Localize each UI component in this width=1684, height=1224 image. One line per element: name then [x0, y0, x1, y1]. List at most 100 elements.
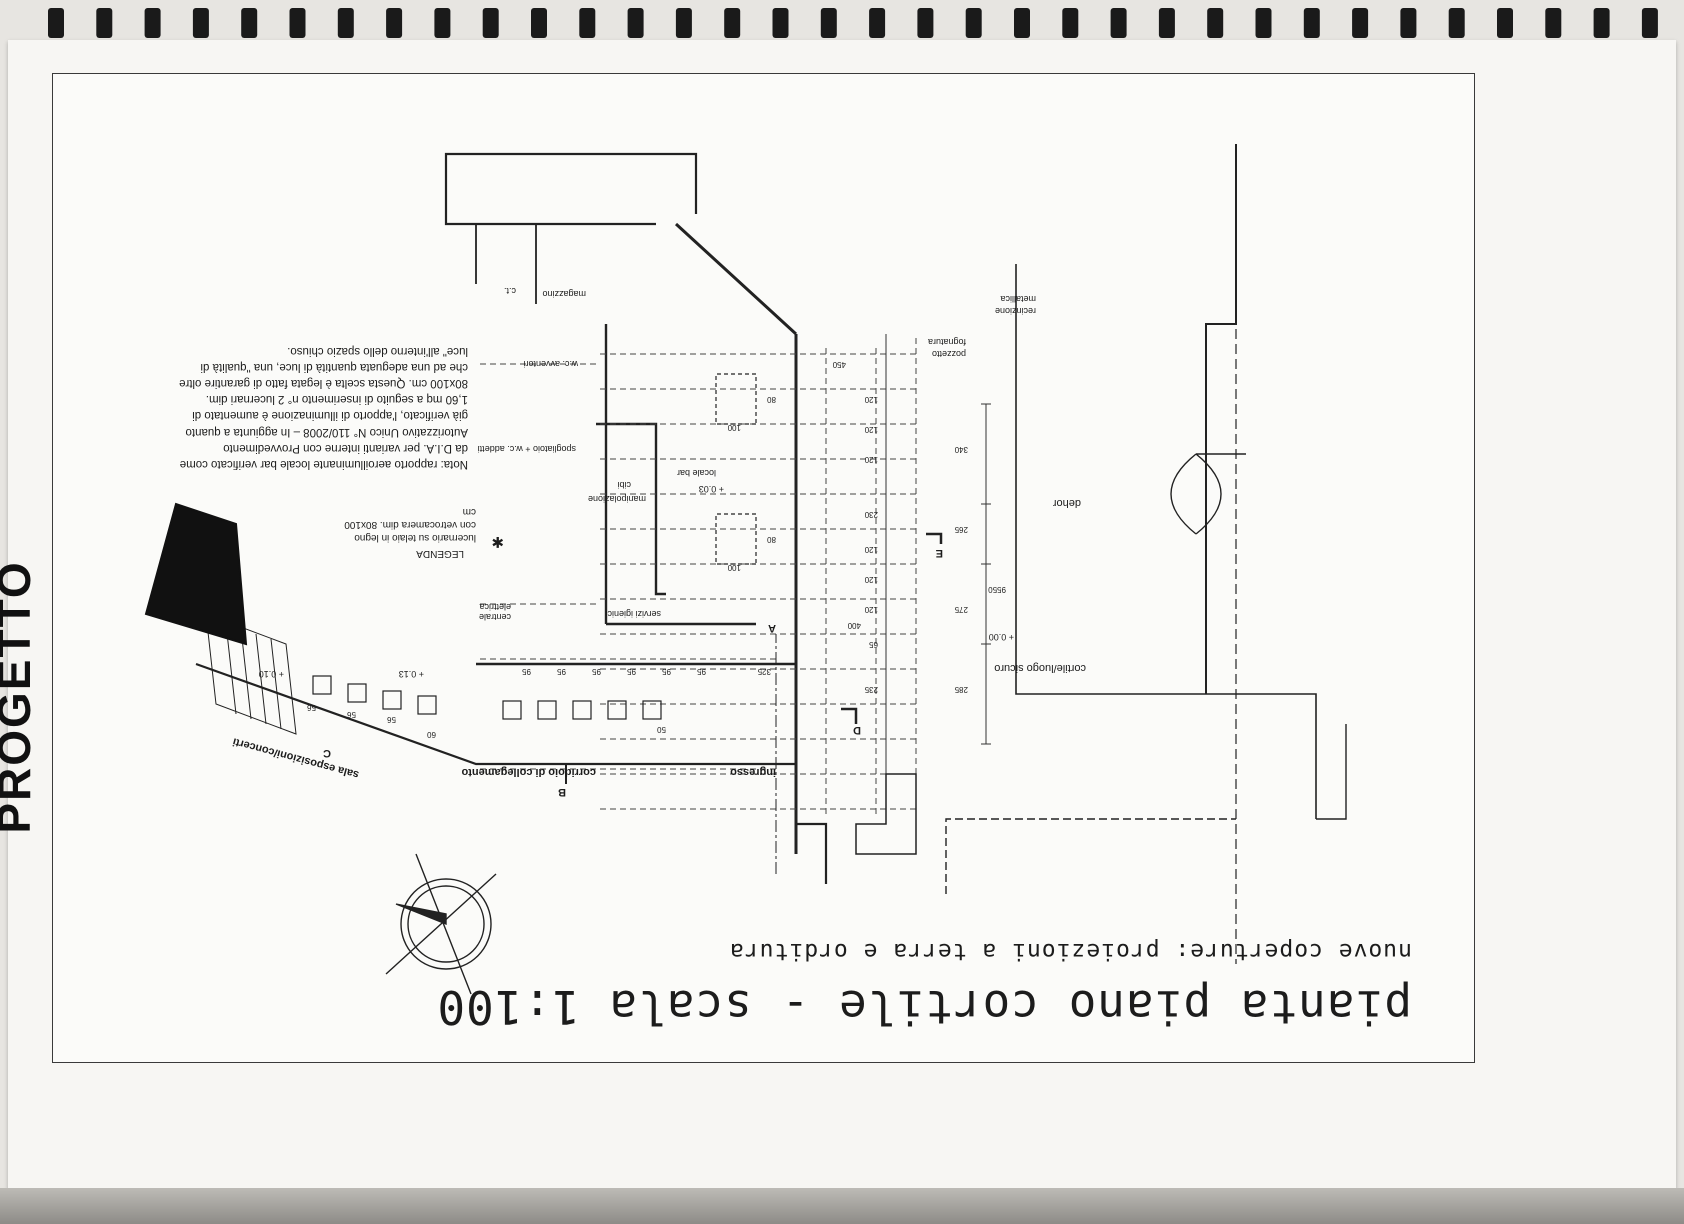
- room-label-magazzino: magazzino: [542, 289, 586, 299]
- dim-120-f: 120: [864, 605, 878, 614]
- dim-100-b: 100: [727, 423, 741, 432]
- room-label-ingresso: ingresso: [730, 766, 776, 778]
- binding-ring: [724, 8, 741, 38]
- courtyard-outer-wall: [1205, 144, 1237, 694]
- dim-56-b: 56: [347, 710, 356, 719]
- legend-title: LEGENDA: [416, 548, 464, 559]
- page-title: pianta piano cortile - scala 1:100: [436, 980, 1412, 1034]
- north-arrow-icon: [385, 853, 497, 995]
- dim-80-b: 80: [767, 395, 776, 404]
- floor-plan-rotated: cortile/luogo sicuro dehor recinzione me…: [0, 74, 1476, 1064]
- gate-arcs: [1170, 453, 1246, 535]
- legend-line-3: cm: [462, 506, 476, 517]
- binding-ring: [482, 8, 499, 38]
- room-label-centrale-2: elettrica: [479, 602, 511, 612]
- room-label-dehor: dehor: [1052, 497, 1081, 509]
- binding-ring: [965, 8, 982, 38]
- dim-95-d: 95: [592, 667, 601, 676]
- dim-95-f: 95: [522, 667, 531, 676]
- binding-ring: [1497, 8, 1513, 38]
- dim-95-c: 95: [627, 667, 636, 676]
- room-label-manipolazione-2: cibi: [617, 480, 631, 490]
- section-marker-a: A: [768, 622, 776, 634]
- dim-230: 230: [864, 510, 878, 519]
- level-corridoio: + 0.13: [398, 669, 424, 679]
- binding-ring: [1207, 8, 1224, 38]
- binding-ring: [772, 8, 789, 38]
- dim-120-a: 120: [864, 395, 878, 404]
- binding-ring: [1448, 8, 1465, 38]
- binding-ring: [1062, 8, 1079, 38]
- dim-120-b: 120: [864, 425, 878, 434]
- section-marker-d: D: [853, 724, 861, 736]
- sheet-shadow-edge: [0, 1188, 1684, 1224]
- dim-235: 235: [864, 685, 878, 694]
- note-text: Nota: rapporto aeroilluminante locale ba…: [179, 344, 468, 470]
- dim-9550: 9550: [988, 585, 1006, 594]
- binding-ring: [1400, 8, 1417, 38]
- room-label-cortile: cortile/luogo sicuro: [994, 662, 1086, 674]
- corridor-skylights: [312, 675, 662, 720]
- binding-ring: [96, 8, 113, 38]
- legend-line-1: lucernario su telaio in legno: [354, 532, 476, 543]
- binding-ring: [917, 8, 934, 38]
- dim-80-a: 80: [767, 535, 776, 544]
- binding-ring: [531, 8, 547, 38]
- side-label-box: PROGETTO: [0, 560, 64, 833]
- label-recinzione-2: metallica: [1000, 294, 1036, 304]
- binding-ring: [820, 8, 837, 38]
- binding-ring: [1014, 8, 1030, 38]
- bar-counter: [855, 773, 917, 855]
- dim-50: 50: [657, 725, 666, 734]
- label-pozzetto-1: pozzetto: [931, 349, 966, 359]
- binding-ring: [1641, 8, 1658, 38]
- bar-end-wall: [674, 222, 798, 336]
- dim-340: 340: [954, 445, 968, 454]
- skylights: [715, 373, 757, 565]
- skylight-star-icon: ✱: [491, 533, 504, 550]
- lower-wall-2: [794, 764, 828, 884]
- dim-120-d: 120: [864, 545, 878, 554]
- dim-120-e: 120: [864, 575, 878, 584]
- binding-ring: [1352, 8, 1369, 38]
- floor-plan-drawing: [144, 144, 1347, 995]
- room-label-wc-avventori: w.c. avventori: [523, 359, 578, 369]
- storage-partitions: [475, 224, 607, 424]
- dim-285: 285: [954, 685, 968, 694]
- dehor-outline: [945, 818, 1236, 894]
- dim-120-c: 120: [864, 455, 878, 464]
- dim-95-e: 95: [557, 667, 566, 676]
- binding-ring: [869, 8, 886, 38]
- binding-ring: [1110, 8, 1127, 38]
- binding-ring: [337, 8, 354, 38]
- binding-ring: [1158, 8, 1175, 38]
- binding-ring: [289, 8, 306, 38]
- room-label-centrale-1: centrale: [478, 612, 511, 622]
- side-label: PROGETTO: [0, 560, 40, 834]
- dim-95-a: 95: [697, 667, 706, 676]
- dim-265: 265: [954, 525, 968, 534]
- binding-ring: [1545, 8, 1562, 38]
- label-recinzione-1: recinzione: [994, 306, 1036, 316]
- section-marker-e: E: [935, 547, 943, 559]
- dim-400: 400: [847, 621, 861, 630]
- room-label-spogliatoio: spogliatoio + w.c. addetti: [477, 444, 576, 454]
- lower-wall: [1316, 724, 1347, 820]
- dim-100-a: 100: [727, 563, 741, 572]
- section-marker-b: B: [558, 786, 566, 798]
- page-subtitle: nuove coperture: proiezioni a terra e or…: [729, 938, 1412, 964]
- binding-ring: [386, 8, 403, 38]
- label-pozzetto-2: fognatura: [927, 337, 966, 347]
- storage-block: [444, 152, 698, 226]
- dim-275: 275: [954, 605, 968, 614]
- binding-ring: [1303, 8, 1320, 38]
- drawing-frame: cortile/luogo sicuro dehor recinzione me…: [0, 73, 1476, 1064]
- dimension-lines: [885, 334, 991, 814]
- dim-325: 325: [757, 667, 771, 676]
- room-label-corridoio: corridoio di collegamento: [461, 766, 596, 778]
- dim-65: 65: [869, 640, 878, 649]
- binding-ring: [144, 8, 161, 38]
- binding-ring: [192, 8, 209, 38]
- section-line-e: [926, 532, 943, 544]
- corridor-bottom: [195, 662, 796, 766]
